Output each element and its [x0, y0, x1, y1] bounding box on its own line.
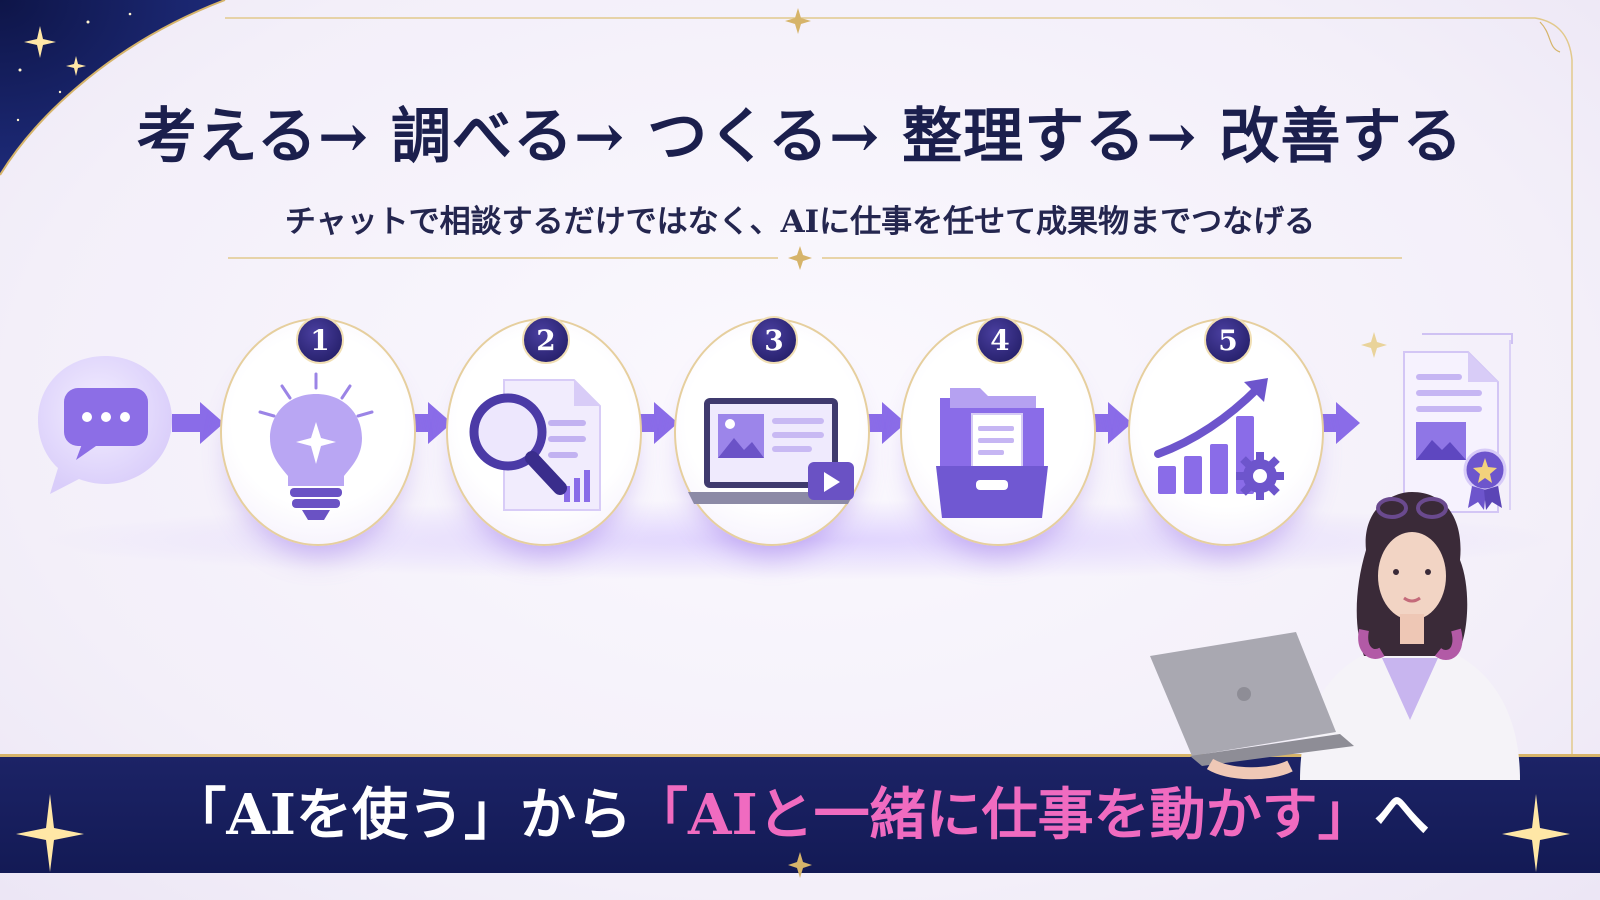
flow-arrow-6 [1308, 402, 1360, 444]
step-1-badge: 1 [296, 316, 344, 364]
certified-document-icon [1361, 332, 1513, 513]
flow-arrow-2 [400, 402, 452, 444]
banner-part-3: へ [1373, 782, 1430, 848]
step-2-badge: 2 [522, 316, 570, 364]
banner-sparkles [16, 794, 1570, 878]
banner-part-1: 「AIを使う」から [170, 782, 632, 848]
laptop-media-icon [688, 398, 854, 504]
page-title: 考える→ 調べる→ つくる→ 整理する→ 改善する [136, 102, 1464, 172]
presenter-illustration [1150, 492, 1520, 780]
growth-chart-gear-icon [1154, 378, 1284, 500]
chat-bubble-icon [38, 356, 172, 494]
step-4-badge: 4 [976, 316, 1024, 364]
flow-arrow-4 [854, 402, 906, 444]
lightbulb-icon [258, 372, 374, 520]
page-subtitle: チャットで相談するだけではなく、AIに仕事を任せて成果物までつなげる [284, 204, 1316, 240]
banner-highlight: 「AIと一緒に仕事を動かす」 [632, 782, 1374, 848]
flow-arrow-3 [626, 402, 678, 444]
flow-arrow-5 [1080, 402, 1132, 444]
step-3-badge: 3 [750, 316, 798, 364]
magnifier-document-icon [469, 379, 601, 511]
folder-archive-icon [936, 388, 1048, 518]
flow-arrow-1 [172, 402, 224, 444]
step-5-badge: 5 [1204, 316, 1252, 364]
banner-message: 「AIを使う」から「AIと一緒に仕事を動かす」へ [0, 770, 1600, 851]
